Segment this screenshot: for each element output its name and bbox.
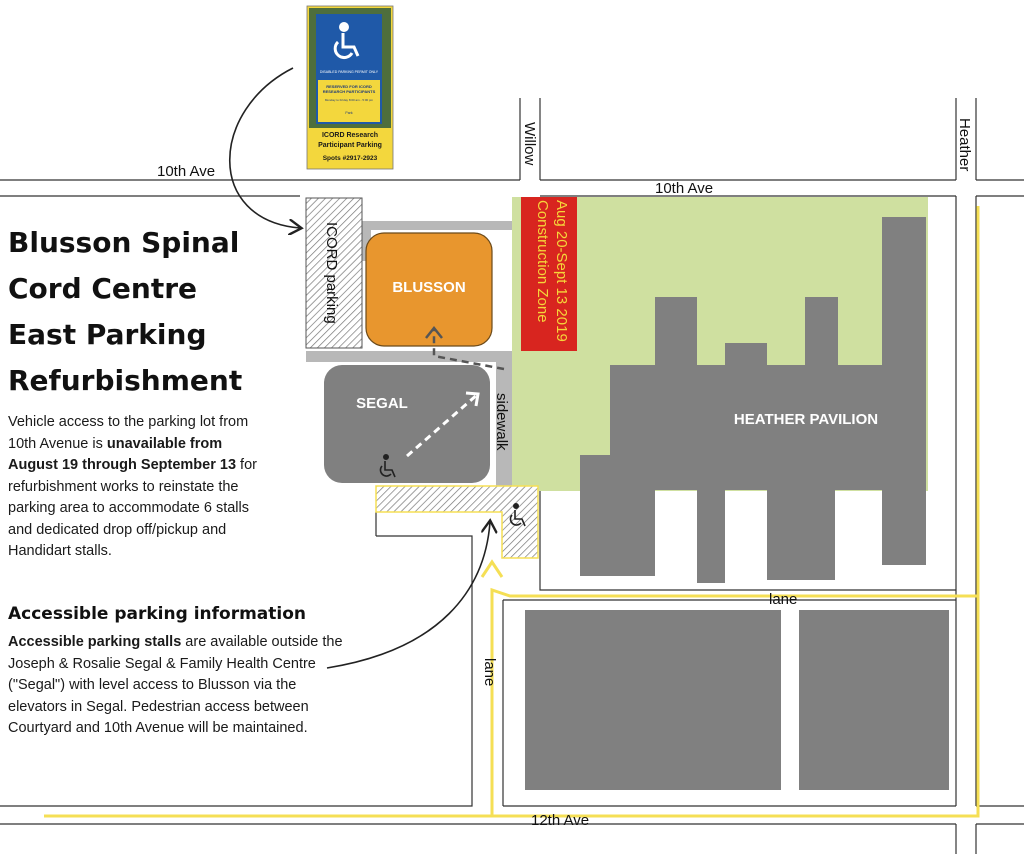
- intro-bold: unavailable from August 19 through Septe…: [8, 435, 237, 474]
- sign-reserved-2: RESEARCH PARTICIPANTS: [323, 89, 376, 94]
- title-line-1: Blusson Spinal: [8, 226, 240, 259]
- sidewalk-label: sidewalk: [493, 393, 510, 451]
- sign-small-line: DISABLED PARKING PERMIT ONLY: [320, 70, 379, 74]
- accessible-text: are available outside the Joseph & Rosal…: [8, 634, 343, 736]
- parking-sign-photo: DISABLED PARKING PERMIT ONLY RESERVED FO…: [306, 5, 394, 170]
- street-10th-ave-left: 10th Ave: [157, 163, 215, 180]
- intro-paragraph: Vehicle access to the parking lot from 1…: [8, 412, 268, 563]
- accessible-icon-lot: [509, 502, 526, 527]
- arrow-sign-to-icord: [228, 67, 300, 228]
- heather-pavilion: [580, 217, 926, 583]
- street-lane-vertical: lane: [481, 658, 498, 686]
- accessible-paragraph: Accessible parking stalls are available …: [8, 632, 348, 740]
- route-segal-to-lot: [406, 392, 479, 458]
- sign-park: Park: [345, 111, 352, 115]
- segal-building: [324, 365, 490, 483]
- sidewalk-path: [306, 221, 512, 491]
- page-title: Blusson Spinal Cord Centre East Parking …: [8, 220, 298, 404]
- construction-label-2: Aug 20-Sept 13 2019: [553, 200, 570, 342]
- blusson-building: [365, 232, 493, 347]
- segal-label: SEGAL: [356, 395, 408, 412]
- route-segal-arrowhead: [465, 391, 480, 407]
- intro-text-2: for refurbishment works to reinstate the…: [8, 457, 257, 559]
- blusson-label: BLUSSON: [392, 279, 465, 296]
- construction-label-1: Construction Zone: [534, 200, 551, 323]
- street-willow: Willow: [521, 122, 538, 165]
- sign-caption-1: ICORD Research: [322, 132, 378, 139]
- route-blusson-arrowhead: [425, 325, 443, 339]
- street-heather: Heather: [956, 118, 973, 171]
- title-line-3: East Parking: [8, 318, 207, 351]
- icord-parking-label: ICORD parking: [323, 222, 340, 324]
- route-to-blusson: [432, 330, 505, 371]
- accessible-icon-segal: [379, 453, 396, 478]
- sign-spots: Spots #2917-2923: [323, 155, 378, 162]
- heather-pavilion-label: HEATHER PAVILION: [734, 411, 878, 428]
- title-line-4: Refurbishment: [8, 364, 243, 397]
- accessible-bold: Accessible parking stalls: [8, 634, 182, 650]
- accessible-heading: Accessible parking information: [8, 604, 307, 624]
- building-south-west: [525, 610, 781, 790]
- intro-text-1: Vehicle access to the parking lot from 1…: [8, 414, 249, 452]
- arrow-text-to-accessible: [326, 522, 490, 669]
- sign-reserved-1: RESERVED FOR ICORD: [326, 84, 372, 89]
- construction-zone: Construction Zone Aug 20-Sept 13 2019: [521, 197, 577, 351]
- accessible-parking-area: [375, 485, 539, 559]
- title-line-2: Cord Centre: [8, 272, 198, 305]
- sign-caption-2: Participant Parking: [318, 142, 382, 149]
- street-12th-ave: 12th Ave: [531, 812, 589, 829]
- wheelchair-sign-icon: [333, 22, 360, 60]
- yellow-route: [44, 206, 980, 818]
- street-10th-ave-right: 10th Ave: [655, 180, 713, 197]
- icord-parking-area: [305, 197, 363, 349]
- sign-hours: Monday to Friday 8:00 am - 5:00 pm: [325, 98, 374, 102]
- building-south-east: [799, 610, 949, 790]
- street-lines: [0, 98, 1024, 854]
- street-lane-horizontal: lane: [769, 591, 797, 608]
